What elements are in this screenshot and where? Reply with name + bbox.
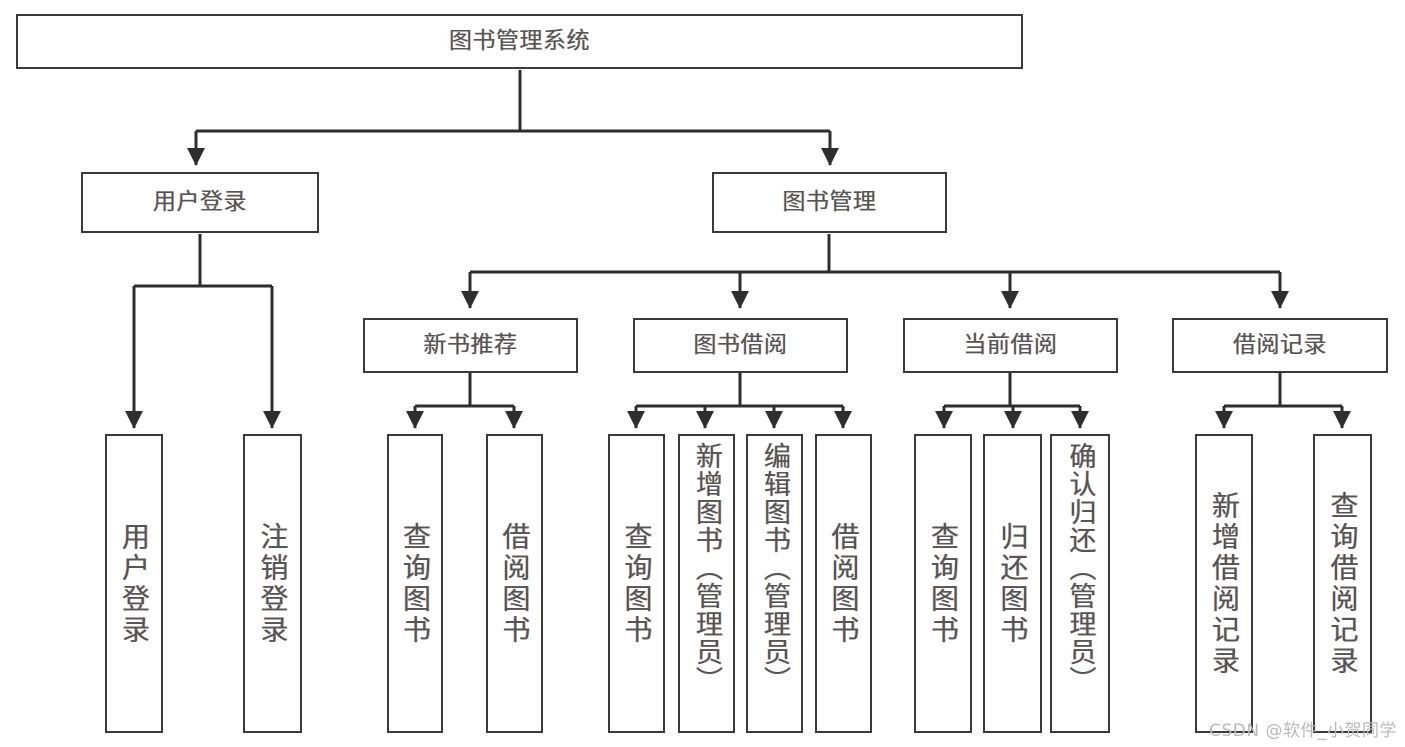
- leaf-add-record[interactable]: 新增借阅记录: [1195, 434, 1253, 733]
- node-borrow-record[interactable]: 借阅记录: [1172, 318, 1388, 373]
- leaf-edit-book-label: 编辑图书（管理员）: [759, 442, 790, 694]
- leaf-query-book-3[interactable]: 查询图书: [914, 434, 972, 733]
- leaf-query-book-1-label: 查询图书: [399, 521, 432, 646]
- leaf-query-book-2[interactable]: 查询图书: [608, 434, 665, 733]
- node-current-borrow-label: 当前借阅: [963, 332, 1058, 359]
- node-book-manage-label: 图书管理: [782, 189, 877, 216]
- node-root-label: 图书管理系统: [449, 28, 590, 55]
- leaf-confirm-return-label: 确认归还（管理员）: [1064, 442, 1096, 694]
- leaf-return-book-label: 归还图书: [996, 521, 1030, 646]
- leaf-add-book[interactable]: 新增图书（管理员）: [678, 434, 735, 733]
- node-user-login[interactable]: 用户登录: [81, 172, 319, 233]
- leaf-logout-label: 注销登录: [256, 521, 290, 646]
- leaf-borrow-book-1-label: 借阅图书: [498, 521, 532, 646]
- node-new-book-rec-label: 新书推荐: [423, 332, 518, 359]
- node-book-manage[interactable]: 图书管理: [712, 172, 947, 233]
- leaf-query-book-2-label: 查询图书: [620, 521, 654, 646]
- node-new-book-rec[interactable]: 新书推荐: [363, 318, 578, 373]
- leaf-logout[interactable]: 注销登录: [243, 434, 302, 733]
- watermark: CSDN @软件_小贺同学: [1209, 721, 1397, 741]
- node-book-borrow[interactable]: 图书借阅: [633, 318, 848, 373]
- leaf-query-book-3-label: 查询图书: [927, 521, 960, 646]
- node-current-borrow[interactable]: 当前借阅: [903, 318, 1118, 373]
- leaf-add-book-label: 新增图书（管理员）: [691, 442, 722, 694]
- leaf-confirm-return[interactable]: 确认归还（管理员）: [1050, 434, 1110, 733]
- leaf-borrow-book-2[interactable]: 借阅图书: [815, 434, 872, 733]
- leaf-user-login-label: 用户登录: [118, 521, 151, 646]
- leaf-edit-book[interactable]: 编辑图书（管理员）: [746, 434, 803, 733]
- leaf-return-book[interactable]: 归还图书: [983, 434, 1042, 733]
- leaf-query-record[interactable]: 查询借阅记录: [1313, 434, 1372, 733]
- node-borrow-record-label: 借阅记录: [1233, 332, 1327, 359]
- node-user-login-label: 用户登录: [153, 189, 247, 216]
- leaf-borrow-book-1[interactable]: 借阅图书: [486, 434, 543, 733]
- leaf-add-record-label: 新增借阅记录: [1208, 490, 1241, 677]
- leaf-user-login[interactable]: 用户登录: [105, 434, 163, 733]
- node-book-borrow-label: 图书借阅: [693, 332, 788, 359]
- node-root[interactable]: 图书管理系统: [16, 14, 1023, 69]
- leaf-query-record-label: 查询借阅记录: [1326, 490, 1360, 677]
- leaf-borrow-book-2-label: 借阅图书: [827, 521, 861, 646]
- leaf-query-book-1[interactable]: 查询图书: [387, 434, 443, 733]
